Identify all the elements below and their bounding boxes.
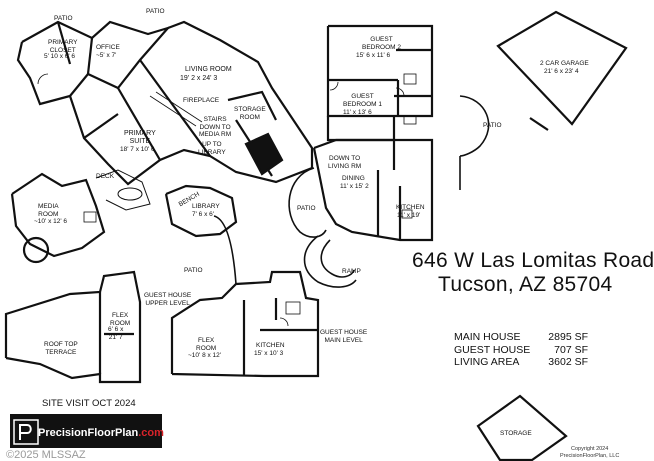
stats-label: GUEST HOUSE: [454, 343, 531, 356]
kitchen-main-size: 11' x 19': [397, 212, 421, 219]
ramp-label: RAMP: [342, 268, 361, 275]
primary-suite-size: 18' 7 x 10' 6: [120, 146, 155, 153]
main-house-west-walls: [68, 20, 314, 186]
guest-bedroom-2-size: 15' 6 x 11' 6: [356, 52, 391, 59]
primary-closet-size: 5' 10 x 6' 6: [44, 53, 76, 60]
guest-house-main-walls: [170, 215, 320, 378]
address-line-2: Tucson, AZ 85704: [438, 273, 613, 296]
dining-label: DINING: [342, 175, 365, 182]
patio-label-top: PATIO: [146, 8, 165, 15]
stats-label: MAIN HOUSE: [454, 331, 521, 343]
roof-top-terrace-label: ROOF TOP TERRACE: [44, 341, 78, 356]
floor-plan-drawing: [4, 10, 628, 461]
living-room-size: 19' 2 x 24' 3: [180, 75, 218, 82]
primary-closet-label: PRIMARY CLOSET: [48, 39, 78, 54]
guest-bedroom-1-size: 11' x 13' 6: [343, 109, 372, 116]
stairs-label: STAIRS DOWN TO MEDIA RM: [199, 116, 232, 138]
primary-suite-label: PRIMARY SUITE: [124, 130, 156, 145]
guest-bedroom-2-label: GUEST BEDROOM 2: [362, 36, 402, 51]
flex-lower-size: ~10' 8 x 12': [188, 352, 222, 359]
fireplace-label: FIREPLACE: [183, 97, 220, 104]
library-walls: [164, 184, 238, 238]
stats-value: 707 SF: [554, 343, 588, 356]
stats-row-main-house: MAIN HOUSE 2895 SF: [454, 331, 588, 344]
up-to-library-label: UP TO LIBRARY: [198, 141, 226, 156]
kitchen-main-label: KITCHEN: [396, 204, 425, 211]
copyright-notice: Copyright 2024 PrecisionFloorPlan, LLC: [560, 446, 620, 459]
top-left-wing-walls: [16, 20, 172, 106]
stats-value: 2895 SF: [548, 331, 588, 343]
deck-outline: [95, 169, 151, 211]
garage-size: 21' 6 x 23' 4: [544, 68, 579, 75]
stats-row-living-area: LIVING AREA 3602 SF: [454, 356, 588, 369]
square-footage-table: MAIN HOUSE 2895 SF GUEST HOUSE 707 SF LI…: [454, 331, 588, 369]
media-room-size: ~10' x 12' 6: [34, 218, 68, 225]
storage-room-label: STORAGE ROOM: [234, 106, 266, 121]
logo-text: PrecisionFloorPlan.com: [38, 427, 164, 439]
storage-label: STORAGE: [500, 430, 532, 437]
patio-label-top-left: PATIO: [54, 15, 73, 22]
flex-upper-label: FLEX ROOM: [110, 312, 131, 327]
site-visit-date: SITE VISIT OCT 2024: [42, 398, 136, 409]
kitchen-guest-label: KITCHEN: [256, 342, 285, 349]
patio-label-middle: PATIO: [297, 205, 316, 212]
down-to-living-label: DOWN TO LIVING RM: [328, 155, 362, 170]
flex-upper-size: 6' 6 x 21' 7: [108, 326, 124, 341]
flex-lower-label: FLEX ROOM: [196, 337, 217, 352]
kitchen-guest-size: 15' x 10' 3: [254, 350, 284, 357]
stats-row-guest-house: GUEST HOUSE 707 SF: [454, 344, 588, 357]
storage-walls: [476, 394, 568, 461]
stats-value: 3602 SF: [548, 356, 588, 368]
guest-house-upper-walls: [4, 270, 142, 384]
address-line-1: 646 W Las Lomitas Road: [412, 249, 654, 272]
living-room-label: LIVING ROOM: [185, 66, 232, 73]
patio-label-guest: PATIO: [184, 267, 203, 274]
stair-core: [244, 132, 284, 176]
guest-bedroom-1-label: GUEST BEDROOM 1: [343, 93, 383, 108]
middle-patio-curves: [288, 95, 490, 288]
stats-label: LIVING AREA: [454, 356, 520, 368]
media-room-label: MEDIA ROOM: [38, 203, 59, 218]
dining-kitchen-walls: [312, 138, 434, 242]
media-room-walls: [10, 172, 106, 264]
dining-size: 11' x 15' 2: [340, 183, 369, 190]
garage-label: 2 CAR GARAGE: [540, 60, 589, 67]
guest-upper-label: GUEST HOUSE UPPER LEVEL: [144, 292, 192, 307]
office-label: OFFICE: [96, 44, 120, 51]
precision-floor-plan-logo: PrecisionFloorPlan.com: [10, 414, 164, 448]
library-label: LIBRARY: [192, 203, 220, 210]
guest-main-label: GUEST HOUSE MAIN LEVEL: [320, 329, 368, 344]
logo-mark-icon: [13, 419, 39, 445]
deck-label: DECK: [96, 173, 115, 180]
office-size: ~5' x 7': [96, 52, 117, 59]
patio-label-right: PATIO: [483, 122, 502, 129]
mls-watermark: ©2025 MLSSAZ: [6, 449, 86, 461]
garage-walls: [496, 10, 628, 126]
library-size: 7' 6 x 6': [192, 211, 214, 218]
